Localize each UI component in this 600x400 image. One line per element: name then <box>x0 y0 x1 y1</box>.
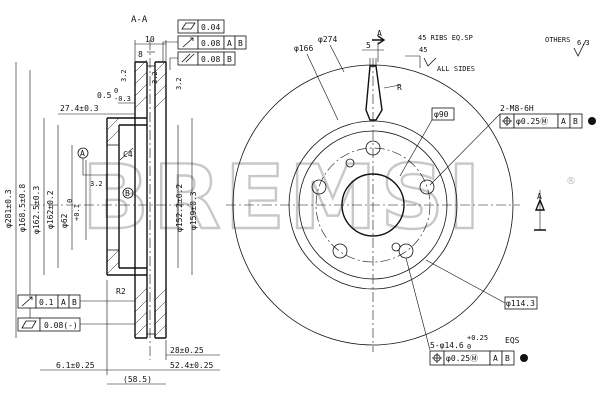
dim-d168: φ168.5±0.8 <box>18 184 27 232</box>
runout-icon-bottom <box>21 296 33 307</box>
dim-rib-5: 5 <box>366 41 371 50</box>
dim-d62: φ62 <box>60 213 69 228</box>
dim-d90: φ90 <box>434 110 449 119</box>
tolerance-frame-bottom: 0.1 A B 0.08(-) <box>17 294 135 332</box>
dim-hub-depth: 27.4±0.3 <box>60 104 99 113</box>
angle-32-d: 3.2 <box>90 180 103 188</box>
chamfer-tol-top: 0 <box>114 87 118 95</box>
dim-d1625: φ162.5±0.3 <box>32 186 41 234</box>
datum-a-label: A <box>80 149 85 158</box>
holes-tol-bot: 0 <box>467 343 471 351</box>
thread-ref-b: B <box>573 117 578 126</box>
thread-hole <box>391 242 401 252</box>
section-dimensions: 10 8 3.2 3.2 3.2 0.5 0 -0.3 27.4±0.3 C4 … <box>4 35 220 385</box>
dim-8: 8 <box>138 50 143 59</box>
parallel-icon <box>181 53 195 63</box>
dim-d152: φ152.2±0.2 <box>175 184 184 232</box>
holes-ref-a: A <box>493 354 498 363</box>
d62-tol-top: +0.1 <box>73 204 81 221</box>
thread-note: 2-M8-6H <box>500 104 534 113</box>
thread-tolerance: φ0.25Ⓜ <box>516 117 548 126</box>
dim-width-10: 10 <box>145 35 155 44</box>
disc-cross-section <box>30 40 190 360</box>
runout-ref-a: A <box>227 39 232 48</box>
chamfer-tol-bot: -0.3 <box>114 95 131 103</box>
brand-watermark: BREMSI ® <box>81 145 576 250</box>
section-arrow-a-top: A <box>377 29 382 38</box>
registered-mark: ® <box>566 176 576 187</box>
datum-b-label: B <box>125 189 130 198</box>
angle-32-a: 3.2 <box>120 69 128 82</box>
runout-ref-b: B <box>238 39 243 48</box>
dim-524: 52.4±0.25 <box>170 361 214 370</box>
dim-d162: φ162±0.2 <box>46 190 55 229</box>
position-ref-a: A <box>61 298 66 307</box>
eqs-note: EQS <box>505 336 520 345</box>
holes-ref-b: B <box>505 354 510 363</box>
dim-d166: φ166 <box>294 44 313 53</box>
section-label: A-A <box>131 15 148 25</box>
others-value: 6.3 <box>577 39 590 47</box>
thread-hole <box>345 158 355 168</box>
flatness-bottom-value: 0.08(-) <box>44 321 78 330</box>
all-sides-note: ALL SIDES <box>437 65 475 73</box>
thread-ref-a: A <box>561 117 566 126</box>
dim-d159: φ159±0.3 <box>189 191 198 230</box>
dim-d1143: φ114.3 <box>506 299 535 308</box>
flatness-icon <box>181 22 196 30</box>
runout-value: 0.08 <box>201 39 220 48</box>
lug-hole <box>311 179 327 195</box>
angle-32-c: 3.2 <box>175 77 183 90</box>
front-annotations: φ166 φ274 45 RIBS EQ.SP 45 ALL SIDES OTH… <box>294 34 596 366</box>
ribs-angle: 45 <box>419 46 427 54</box>
holes-note: 5-φ14.6 <box>430 341 464 350</box>
dim-61: 6.1±0.25 <box>56 361 95 370</box>
chamfer-c4: C4 <box>123 150 133 159</box>
chamfer-value: 0.5 <box>97 91 112 100</box>
section-view: A-A 0.04 0.08 A B 0.08 B <box>4 15 247 385</box>
runout-icon <box>182 37 194 48</box>
angle-32-b: 3.2 <box>151 71 159 84</box>
front-view: 5 A R φ166 φ274 45 RIBS EQ.SP 45 ALL SID… <box>226 29 596 366</box>
watermark-text: BREMSI <box>82 146 485 249</box>
d62-tol-bot: 0 <box>66 199 74 203</box>
section-arrow-a-right: A <box>537 192 542 201</box>
rib-detail: 5 A R <box>362 29 402 121</box>
ribs-note: 45 RIBS EQ.SP <box>418 34 473 42</box>
dim-28: 28±0.25 <box>170 346 204 355</box>
parallel-ref-b: B <box>227 55 232 64</box>
holes-position-tol: φ0.25Ⓜ <box>446 354 478 363</box>
flatness-value: 0.04 <box>201 23 220 32</box>
rib-radius: R <box>397 83 402 92</box>
dim-d281: φ281±0.3 <box>4 189 13 228</box>
flatness-icon-bottom <box>21 320 37 329</box>
position-ref-b: B <box>72 298 77 307</box>
lug-hole <box>365 140 381 156</box>
parallel-value: 0.08 <box>201 55 220 64</box>
others-note: OTHERS <box>545 36 570 44</box>
dim-d274: φ274 <box>318 35 337 44</box>
dim-585: (58.5) <box>123 375 152 384</box>
position-value: 0.1 <box>39 298 54 307</box>
holes-tol-top: +0.25 <box>467 334 488 342</box>
lug-hole <box>419 179 435 195</box>
lug-hole <box>332 243 348 259</box>
radius-r2: R2 <box>116 287 126 296</box>
tolerance-frame-top: 0.04 0.08 A B 0.08 B <box>162 19 247 70</box>
